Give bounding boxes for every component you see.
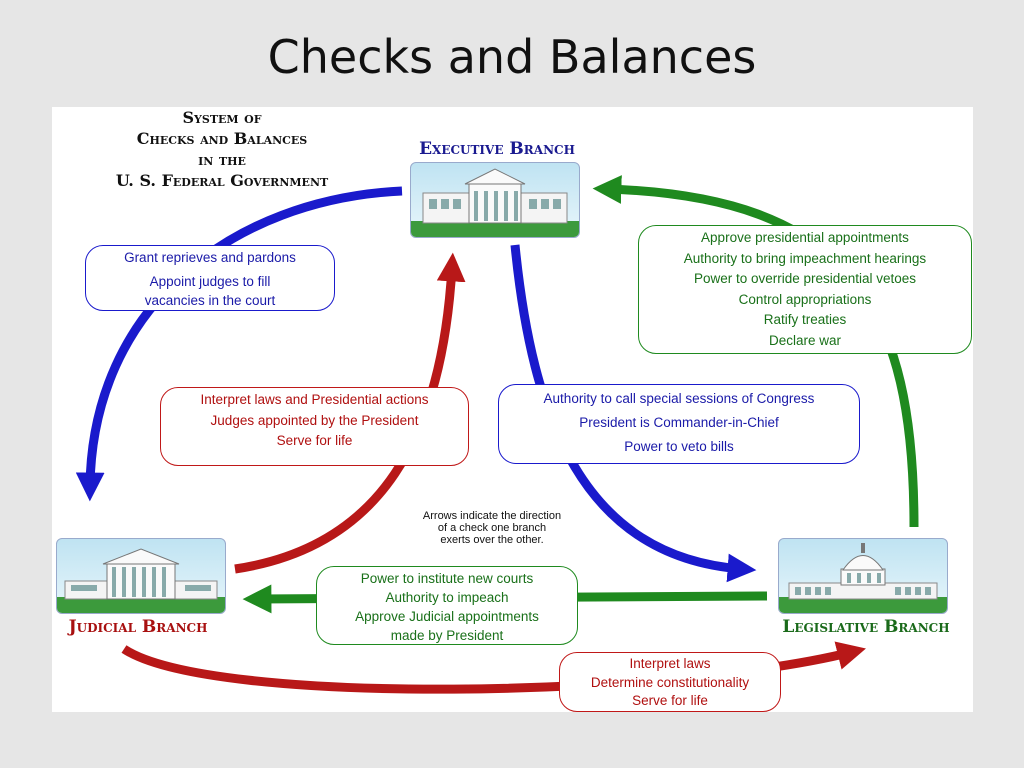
- check-item: Interpret laws and Presidential actions: [200, 392, 429, 407]
- note-line: Arrows indicate the direction: [422, 510, 562, 522]
- exec-to-legislative-box: Authority to call special sessions of Co…: [498, 384, 860, 464]
- executive-branch-label: Executive Branch: [419, 139, 575, 159]
- judicial-to-legislative-box: Interpret laws Determine constitutionali…: [559, 652, 781, 712]
- check-item: Appoint judges to fill: [149, 274, 271, 289]
- white-house-icon: [410, 162, 580, 238]
- check-item: Declare war: [768, 332, 842, 348]
- check-item: Approve Judicial appointments: [355, 609, 539, 624]
- judicial-branch-label: Judicial Branch: [68, 617, 208, 637]
- note-line: exerts over the other.: [440, 534, 544, 546]
- check-item: vacancies in the court: [144, 293, 276, 308]
- check-item: Power to veto bills: [624, 439, 734, 454]
- check-item: Serve for life: [632, 693, 708, 708]
- check-item: made by President: [390, 628, 504, 643]
- check-item: Control appropriations: [738, 291, 872, 307]
- check-item: Ratify treaties: [763, 312, 847, 327]
- check-item: Authority to bring impeachment hearings: [683, 250, 927, 266]
- check-item: Serve for life: [276, 433, 353, 448]
- system-title-line: Checks and Balances: [136, 129, 308, 148]
- judicial-to-exec-box: Interpret laws and Presidential actions …: [160, 387, 469, 466]
- system-title-line: System of: [182, 108, 262, 127]
- check-item: Authority to call special sessions of Co…: [543, 391, 815, 406]
- check-item: Power to override presidential vetoes: [693, 271, 917, 286]
- note-line: of a check one branch: [437, 522, 547, 534]
- check-item: President is Commander-in-Chief: [579, 415, 779, 430]
- diagram-panel: System of Checks and Balances in the U. …: [52, 107, 973, 712]
- arrow-exec-to-legislative: [510, 244, 757, 583]
- arrow-judicial-to-exec: [234, 252, 466, 574]
- check-item: Determine constitutionality: [590, 674, 750, 690]
- check-item: Interpret laws: [629, 656, 711, 671]
- check-item: Authority to impeach: [385, 590, 509, 605]
- system-title: System of Checks and Balances in the U. …: [72, 107, 372, 191]
- legislative-to-exec-box: Approve presidential appointments Author…: [638, 225, 972, 354]
- legislative-branch-label: Legislative Branch: [782, 617, 950, 637]
- check-item: Judges appointed by the President: [210, 412, 419, 428]
- system-title-line: U. S. Federal Government: [115, 171, 329, 190]
- check-item: Grant reprieves and pardons: [124, 250, 296, 265]
- check-item: Approve presidential appointments: [701, 230, 909, 245]
- legislative-to-judicial-box: Power to institute new courts Authority …: [316, 566, 578, 645]
- arrow-direction-note: Arrows indicate the direction of a check…: [392, 510, 592, 546]
- slide-title: Checks and Balances: [267, 30, 757, 84]
- capitol-icon: [778, 538, 948, 614]
- supreme-court-icon: [56, 538, 226, 614]
- system-title-line: in the: [198, 150, 246, 169]
- check-item: Power to institute new courts: [360, 571, 534, 586]
- exec-to-judicial-box: Grant reprieves and pardons Appoint judg…: [85, 245, 335, 311]
